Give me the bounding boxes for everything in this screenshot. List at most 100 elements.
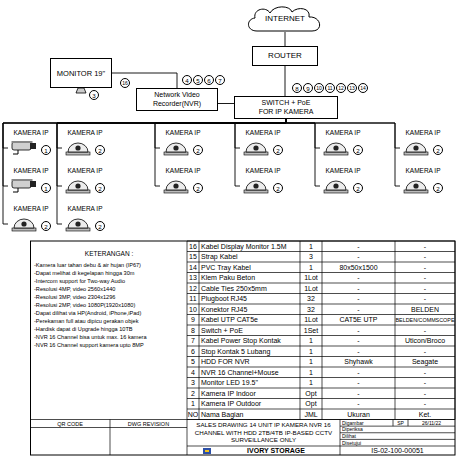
table-cell: 1 [300, 378, 322, 389]
table-cell: Opt [300, 399, 322, 410]
callout-number: 12 [336, 83, 346, 93]
table-cell: - [322, 346, 395, 357]
bullet-camera-icon [11, 178, 37, 194]
title-block-cell: Disetujui [342, 439, 393, 446]
logo-mark [205, 450, 209, 452]
note-line: -Perekaman full atau dipicu gerakan obje… [34, 318, 184, 326]
note-line: -NVR 16 Channel support kamera upto 8MP [34, 342, 184, 350]
grid-line [408, 420, 409, 427]
table-header: Nama Bagian [199, 409, 300, 420]
connector [286, 119, 320, 186]
grid-line [187, 325, 455, 326]
callout-number: 2 [353, 145, 363, 155]
camera-label: KAMERA IP [13, 166, 48, 175]
ip-camera: KAMERA IP1 [8, 166, 54, 200]
ip-camera: KAMERA IP2 [240, 166, 286, 200]
table-cell: PVC Tray Kabel [199, 262, 300, 273]
device-box: ROUTER [252, 46, 318, 66]
camera-base [244, 152, 268, 155]
ip-camera: KAMERA IP2 [320, 128, 366, 162]
callout-number: 2 [273, 183, 283, 193]
camera-dome [68, 143, 88, 152]
table-cell: - [322, 388, 395, 399]
camera-label: KAMERA IP [245, 128, 280, 137]
callout-number: 2 [193, 183, 203, 193]
dome-camera-icon [403, 178, 429, 194]
table-cell: - [322, 325, 395, 336]
camera-lens [30, 181, 36, 187]
drawing-title: SALES DRAWING 14 UNIT IP KAMERA NVR 16 C… [190, 421, 337, 446]
table-cell: Uticon/Broco [395, 336, 455, 347]
grid-line [187, 304, 455, 305]
grid-line [187, 388, 455, 389]
grid-line [187, 272, 455, 273]
camera-label: KAMERA IP [405, 128, 440, 137]
camera-base [66, 228, 90, 231]
ip-camera: KAMERA IP2 [62, 166, 108, 200]
callout-number: 7 [215, 75, 225, 85]
table-cell: Kabel Display Monitor 1.5M [199, 241, 300, 252]
table-cell: 1Lot [300, 283, 322, 294]
table-cell: Kabel Power Stop Kontak [199, 336, 300, 347]
camera-label: KAMERA IP [405, 166, 440, 175]
table-cell: Klem Paku Beton [199, 273, 300, 284]
table-cell: 9 [187, 315, 199, 326]
table-cell: 16 [187, 241, 199, 252]
grid-line [395, 241, 396, 420]
callout-number: 13 [347, 83, 357, 93]
dome-camera-icon [323, 140, 349, 156]
connector [57, 119, 286, 186]
camera-dome [166, 181, 186, 190]
title-block-cell: 26/11/22 [408, 420, 455, 427]
callout-number: 2 [273, 145, 283, 155]
table-cell: 14 [187, 262, 199, 273]
table-cell: NVR 16 Channel+Mouse [199, 367, 300, 378]
table-cell: - [322, 241, 395, 252]
camera-lens [413, 145, 418, 150]
table-cell: - [322, 367, 395, 378]
table-cell: Monitor LED 19.5" [199, 378, 300, 389]
camera-lens [253, 183, 258, 188]
camera-label: KAMERA IP [165, 128, 200, 137]
table-cell: 32 [300, 294, 322, 305]
table-cell: 1 [300, 346, 322, 357]
dome-camera-icon [65, 178, 91, 194]
camera-mount [13, 188, 18, 192]
camera-dome [406, 181, 426, 190]
callout-number: 14 [358, 83, 368, 93]
camera-dome [326, 143, 346, 152]
camera-label: KAMERA IP [325, 166, 360, 175]
camera-label: KAMERA IP [67, 204, 102, 213]
camera-label: KAMERA IP [67, 128, 102, 137]
device-label: SWITCH + PoE FOR IP KAMERA [255, 99, 317, 116]
camera-hood [12, 179, 33, 181]
grid-line [187, 420, 188, 456]
device-label: Network Video Recorder(NVR) [141, 91, 213, 108]
table-cell: 1 [300, 241, 322, 252]
table-cell: Strap Kabel [199, 252, 300, 263]
grid-line [322, 241, 323, 420]
table-cell: 1Lot [300, 315, 322, 326]
table-cell: 1Lot [300, 273, 322, 284]
dome-camera-icon [163, 140, 189, 156]
table-cell: Opt [300, 388, 322, 399]
camera-base [66, 152, 90, 155]
table-cell: - [395, 273, 455, 284]
callout-number: 2 [95, 183, 105, 193]
connector [285, 66, 286, 96]
company-name: IVORY STORAGE [212, 446, 340, 455]
dome-camera-icon [243, 178, 269, 194]
camera-dome [68, 181, 88, 190]
camera-lens [75, 145, 80, 150]
table-cell: 15 [187, 252, 199, 263]
camera-base [324, 190, 348, 193]
camera-base [404, 190, 428, 193]
table-cell: 5 [187, 357, 199, 368]
table-cell: - [395, 367, 455, 378]
camera-lens [173, 145, 178, 150]
notes-heading: KETERANGAN : [34, 250, 184, 259]
table-cell: 1 [300, 367, 322, 378]
table-cell: Shyhawk [322, 357, 395, 368]
callout-number: 2 [95, 145, 105, 155]
note-line: -Resolusi 2MP, video 1080P(1920x1080) [34, 302, 184, 310]
